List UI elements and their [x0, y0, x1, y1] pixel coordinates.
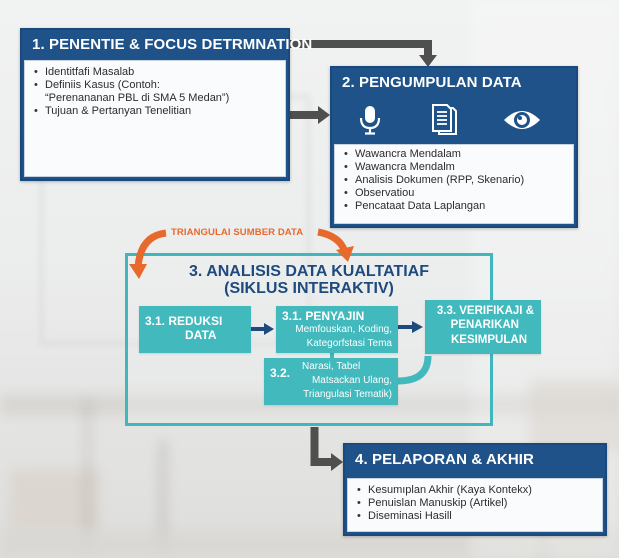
- list-item: Diseminasi Hasill: [356, 510, 594, 523]
- arrow-stage3-to-stage4-head: [331, 453, 343, 471]
- arrow-stage3-to-stage4: [310, 427, 333, 466]
- stage1-title: 1. PENENTIE & FOCUS DETRMNATION: [32, 36, 313, 53]
- stage4-list: Kesumıplan Akhir (Kaya Kontekx) Penuisla…: [348, 479, 602, 523]
- list-item: Identitfafi Masalab: [33, 66, 277, 79]
- arrow-stage1-to-stage2-side-head: [318, 106, 330, 124]
- stage4-body: Kesumıplan Akhir (Kaya Kontekx) Penuisla…: [347, 478, 603, 532]
- list-item: Definiis Kasus (Contoh:“Perenananan PBL …: [33, 79, 277, 105]
- step-3-2-desc2: Matsackan Ulang,: [311, 375, 392, 386]
- list-item: Kesumıplan Akhir (Kaya Kontekx): [356, 484, 594, 497]
- step-verifikasi: 3.3. VERIFIKAJI & PENARIKAN KESIMPULAN: [425, 300, 541, 354]
- triangulation-label: TRIANGULAI SUMBER DATA: [171, 227, 304, 238]
- triangulation-arrow-right: [317, 228, 349, 254]
- step-verifikasi-line2: PENARIKAN: [450, 319, 519, 331]
- list-item: Wawancra Mendalam: [343, 148, 565, 161]
- list-item: Wawancra Mendalm: [343, 161, 565, 174]
- stage4-title: 4. PELAPORAN & AKHIR: [355, 451, 534, 468]
- list-item: Observatiou: [343, 187, 565, 200]
- stage2-body: Wawancra Mendalam Wawancra Mendalm Anali…: [334, 144, 574, 224]
- step-3-2-label: 3.2.: [270, 366, 291, 380]
- stage2-box: 2. PENGUMPULAN DATA Wawancra Mendalam Wa…: [330, 66, 578, 228]
- stage1-body: Identitfafi Masalab Definiis Kasus (Cont…: [24, 60, 286, 177]
- stage4-box: 4. PELAPORAN & AKHIR Kesumıplan Akhir (K…: [343, 443, 607, 536]
- stage2-icons: [332, 104, 576, 136]
- stage3-title: 3. ANALISIS DATA KUALTATIAF (SIKLUS INTE…: [135, 263, 483, 297]
- step-penyajin-desc1: Memfouskan, Koding,: [295, 324, 392, 335]
- step-3-2-desc1: Narasi, Tabel: [302, 361, 361, 372]
- list-item: Pencataat Data Laplangan: [343, 200, 565, 213]
- eye-icon: [504, 111, 540, 129]
- stage1-box: 1. PENENTIE & FOCUS DETRMNATION Identitf…: [20, 28, 313, 181]
- list-item-continuation: “Perenananan PBL di SMA 5 Medan”): [45, 92, 230, 104]
- step-reduksi-line2: DATA: [185, 328, 217, 342]
- step-3-2-desc3: Triangulasi Tematik): [303, 389, 392, 400]
- document-icon: [432, 104, 457, 135]
- step-verifikasi-line3: KESIMPULAN: [450, 334, 527, 346]
- step-penyajin-title: 3.1. PENYAJIN: [282, 309, 365, 323]
- step-verifikasi-line1: 3.3. VERIFIKAJI &: [436, 305, 534, 317]
- list-item: Tujuan & Pertanyan Tenelitian: [33, 105, 277, 118]
- list-item-text: Identitfafi Masalab: [45, 66, 135, 78]
- stage2-list: Wawancra Mendalam Wawancra Mendalm Anali…: [335, 145, 573, 213]
- stage3-title-line2: (SIKLUS INTERAKTIV): [224, 280, 394, 297]
- list-item-text: Definiis Kasus (Contoh:: [45, 79, 160, 91]
- step-reduksi-line1: 3.1. REDUKSI: [145, 314, 223, 328]
- list-item: Penuislan Manuskip (Artikel): [356, 497, 594, 510]
- step-penyajin: 3.1. PENYAJIN Memfouskan, Koding, Katego…: [276, 306, 398, 353]
- stage2-title: 2. PENGUMPULAN DATA: [342, 74, 522, 91]
- stage1-list: Identitfafi Masalab Definiis Kasus (Cont…: [25, 61, 285, 118]
- step-penyajin-desc2: Kategorfstasi Tema: [306, 338, 392, 349]
- step-reduksi-data: 3.1. REDUKSI DATA: [139, 306, 251, 353]
- microphone-icon: [359, 106, 381, 135]
- stage3-title-line1: 3. ANALISIS DATA KUALTATIAF: [189, 263, 429, 280]
- list-item-text: Tujuan & Pertanyan Tenelitian: [45, 105, 192, 117]
- step-3-2: 3.2. Narasi, Tabel Matsackan Ulang, Tria…: [264, 358, 398, 405]
- list-item: Analisis Dokumen (RPP, Skenario): [343, 174, 565, 187]
